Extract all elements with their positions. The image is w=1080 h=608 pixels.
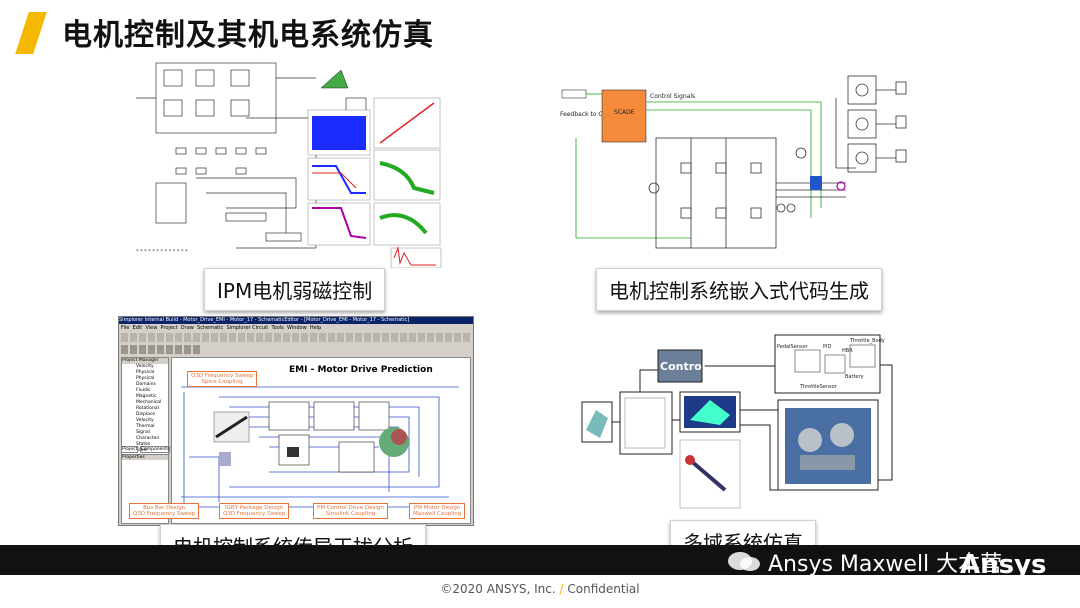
tree-item[interactable]: Mechanical <box>136 400 162 405</box>
menu-help[interactable]: Help <box>309 325 322 331</box>
tab-project[interactable]: Project <box>121 446 139 453</box>
emi-schematic-graphic <box>181 386 459 508</box>
title-accent-bar <box>15 12 47 54</box>
tree-item[interactable]: Velocity <box>136 418 154 423</box>
footer: ©2020 ANSYS, Inc. / Confidential <box>0 582 1080 596</box>
tree-item[interactable]: Signal Characteri <box>136 430 160 441</box>
menu-window[interactable]: Window <box>286 325 307 331</box>
svg-text:ThrottleSensor: ThrottleSensor <box>799 384 838 390</box>
embedded-caption: 电机控制系统嵌入式代码生成 <box>596 268 882 311</box>
svg-text:PID: PID <box>823 344 831 350</box>
menu-simplorer-circuit[interactable]: Simplorer Circuit <box>226 325 269 331</box>
svg-text:HBR: HBR <box>842 348 853 354</box>
watermark-text: Ansys Maxwell 大本营 <box>768 552 1003 577</box>
embedded-schematic-panel: Control Signals Feedback to Control SCAD… <box>556 68 928 258</box>
slide-title: 电机控制及其机电系统仿真 <box>62 18 434 53</box>
tree-item[interactable]: Tools <box>136 448 148 453</box>
tree-item[interactable]: Magnetic <box>136 394 157 399</box>
project-manager-pane: Project Manager Velocity Physical Physic… <box>121 357 169 459</box>
footer-confidential: Confidential <box>567 582 640 596</box>
tree-item[interactable]: States <box>136 442 151 447</box>
multidomain-panel: Control PedalSensor PID Throttle_Body HB… <box>580 330 900 510</box>
footer-copyright: ©2020 ANSYS, Inc. <box>440 582 556 596</box>
footer-separator: / <box>559 582 564 596</box>
emi-toolbar <box>121 333 471 355</box>
feedback-label: Feedback to Control <box>560 111 620 118</box>
tree-item[interactable]: Thermal <box>136 424 155 429</box>
tab-components[interactable]: Components <box>139 446 171 453</box>
ipm-schematic-graphic: * * * * * * * * * * * * * <box>136 62 442 269</box>
tree-item[interactable]: Displace <box>136 412 156 417</box>
svg-text:Throttle_Body: Throttle_Body <box>849 338 885 344</box>
menu-file[interactable]: File <box>121 325 130 331</box>
emi-screenshot-panel: Simplorer Internal Build - Motor_Drive_E… <box>118 316 474 526</box>
svg-text:* * * * * * * * * * * * *: * * * * * * * * * * * * * <box>136 249 188 255</box>
menu-tools[interactable]: Tools <box>271 325 284 331</box>
tree-item[interactable]: Velocity <box>136 364 154 369</box>
menu-view[interactable]: View <box>145 325 158 331</box>
svg-text:SCADE: SCADE <box>614 109 635 116</box>
emi-diagram-title: EMI - Motor Drive Prediction <box>289 365 433 375</box>
wechat-icon <box>728 552 760 571</box>
tree-item[interactable]: Physical <box>136 370 155 375</box>
tree-item[interactable]: Fluidic <box>136 388 151 393</box>
multidomain-graphic: Control PedalSensor PID Throttle_Body HB… <box>581 334 893 509</box>
ipm-schematic-panel: * * * * * * * * * * * * * <box>136 58 448 269</box>
svg-text:PedalSensor: PedalSensor <box>777 344 809 350</box>
emi-window-titlebar: Simplorer Internal Build - Motor_Drive_E… <box>119 317 473 324</box>
control-label: Control <box>660 360 705 373</box>
bottom-bar <box>0 545 1080 575</box>
scade-block <box>601 89 647 143</box>
emi-menubar: File Edit View Project Draw Schematic Si… <box>121 325 321 332</box>
tree-item[interactable]: Physical Domains <box>136 376 156 387</box>
ansys-logo: Ansys <box>960 550 1047 580</box>
menu-edit[interactable]: Edit <box>132 325 143 331</box>
menu-project[interactable]: Project <box>160 325 178 331</box>
embedded-schematic-graphic: Control Signals Feedback to Control SCAD… <box>560 75 907 249</box>
menu-draw[interactable]: Draw <box>180 325 194 331</box>
control-signals-label: Control Signals <box>650 93 695 100</box>
menu-schematic[interactable]: Schematic <box>197 325 224 331</box>
tree-item[interactable]: Rotational <box>136 406 159 411</box>
svg-text:Battery: Battery <box>845 374 864 380</box>
ipm-caption: IPM电机弱磁控制 <box>204 268 386 311</box>
